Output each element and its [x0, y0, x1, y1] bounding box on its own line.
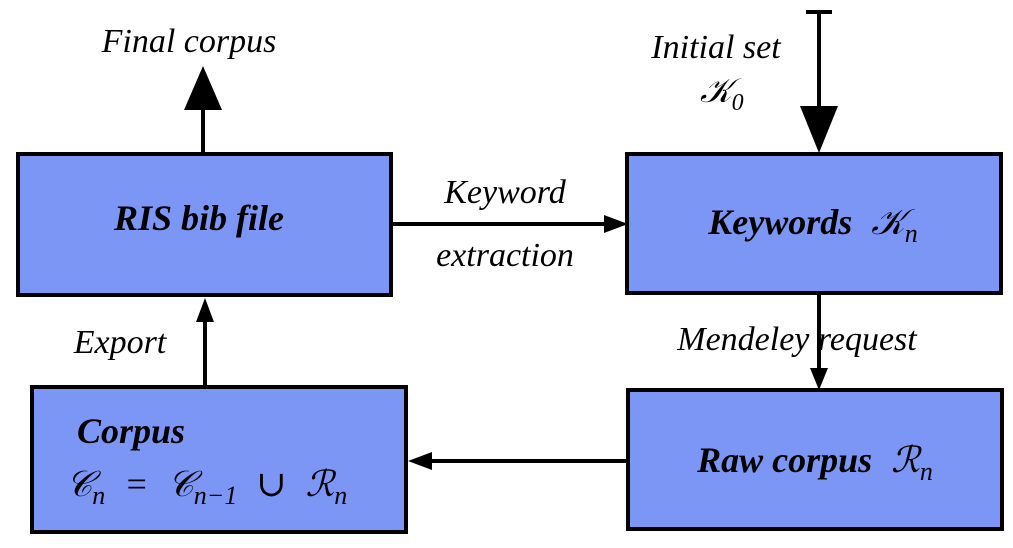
- keyword-extraction-line1: Keyword: [443, 174, 567, 211]
- corpus-label: Corpus: [77, 411, 185, 451]
- initial-set-symbol-group: 𝒦0: [700, 73, 744, 116]
- arrow-mendeley-request: [810, 294, 828, 390]
- arrow-from-initial-set: [800, 10, 838, 153]
- raw-corpus-label-group: Raw corpus ℛn: [696, 440, 933, 486]
- corpus-formula-lhs-sub: n: [92, 481, 105, 510]
- corpus-formula-eq: =: [124, 464, 148, 504]
- corpus-formula-rhs-sub: n: [334, 481, 347, 510]
- ris-bib-file-label: RIS bib file: [113, 198, 284, 238]
- initial-set-subscript: 0: [732, 90, 744, 116]
- arrow-to-final-corpus: [184, 66, 222, 153]
- keywords-subscript: n: [905, 219, 918, 248]
- final-corpus-label: Final corpus: [101, 23, 277, 60]
- arrow-raw-to-corpus: [408, 452, 628, 470]
- keyword-extraction-line2: extraction: [436, 237, 574, 274]
- corpus-formula-union: ∪: [256, 464, 286, 504]
- arrow-keyword-extraction: [392, 215, 628, 233]
- mendeley-request-label: Mendeley request: [676, 321, 918, 358]
- box-raw-corpus: [626, 388, 1004, 531]
- corpus-formula-mid-sub: n−1: [194, 481, 238, 510]
- export-label: Export: [73, 324, 168, 361]
- arrow-export: [196, 298, 214, 386]
- raw-corpus-subscript: n: [920, 457, 933, 486]
- keywords-label-group: Keywords 𝒦n: [707, 202, 917, 248]
- corpus-formula-rhs: ℛ: [306, 464, 337, 504]
- raw-corpus-label: Raw corpus: [696, 440, 872, 480]
- box-corpus: [30, 385, 408, 534]
- keywords-label: Keywords: [707, 202, 852, 242]
- box-ris-bib-file: [16, 152, 393, 297]
- initial-set-label: Initial set: [650, 29, 782, 66]
- raw-corpus-symbol: ℛ: [891, 440, 922, 480]
- box-keywords: [625, 152, 1003, 295]
